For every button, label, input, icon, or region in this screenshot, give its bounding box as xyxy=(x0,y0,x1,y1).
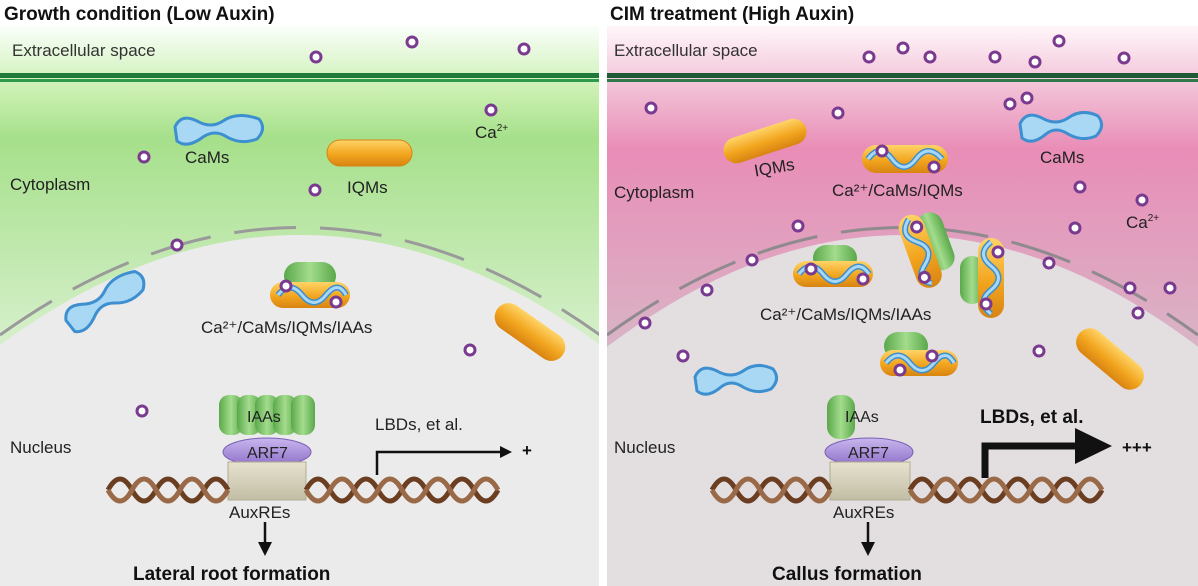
right-extracellular-label: Extracellular space xyxy=(614,41,758,60)
right-panel: CIM treatment (High Auxin) Extracellular… xyxy=(607,4,1198,586)
iqm-protein-icon xyxy=(326,139,413,167)
right-cams-label: CaMs xyxy=(1040,148,1084,167)
left-nuclear-envelope xyxy=(0,226,599,337)
iqm-protein-icon xyxy=(723,118,807,164)
cam-protein-icon xyxy=(173,114,264,146)
auxre-box-icon xyxy=(227,461,307,501)
right-expression-label: +++ xyxy=(1122,438,1152,457)
left-extracellular-label: Extracellular space xyxy=(12,41,156,60)
panel-divider xyxy=(599,0,607,586)
right-cyto-complex-label: Ca²⁺/CaMs/IQMs xyxy=(832,181,963,200)
transcription-arrow-icon xyxy=(375,450,505,475)
right-arf7-label: ARF7 xyxy=(848,445,889,462)
cam-protein-icon xyxy=(1018,111,1103,143)
auxre-box-icon xyxy=(829,461,911,501)
right-cytoplasm-label: Cytoplasm xyxy=(614,183,694,202)
calcium-ion-icons xyxy=(638,34,1177,363)
left-title: Growth condition (Low Auxin) xyxy=(4,4,275,25)
left-ca-label: Ca2+ xyxy=(475,123,508,142)
left-complex-label: Ca²⁺/CaMs/IQMs/IAAs xyxy=(201,318,372,337)
left-iqms-label: IQMs xyxy=(347,178,388,197)
left-outcome-label: Lateral root formation xyxy=(133,564,330,585)
left-iaas-label: IAAs xyxy=(247,409,281,426)
cam-protein-icon xyxy=(64,269,146,334)
complex-icon xyxy=(862,144,948,174)
right-auxres-label: AuxREs xyxy=(833,503,894,522)
iqm-protein-icon xyxy=(1076,328,1144,390)
left-panel: Growth condition (Low Auxin) Extracellul… xyxy=(0,4,599,586)
left-cytoplasm-label: Cytoplasm xyxy=(10,175,90,194)
right-target-label: LBDs, et al. xyxy=(980,407,1083,428)
right-iaas-label: IAAs xyxy=(845,409,879,426)
complex-icon xyxy=(270,262,350,309)
left-cams-label: CaMs xyxy=(185,148,229,167)
left-auxres-label: AuxREs xyxy=(229,503,290,522)
right-plasma-membrane xyxy=(607,73,1198,78)
complex-icon xyxy=(960,238,1005,318)
right-title: CIM treatment (High Auxin) xyxy=(610,4,854,25)
left-plasma-membrane xyxy=(0,73,599,78)
right-complex-label: Ca²⁺/CaMs/IQMs/IAAs xyxy=(760,305,931,324)
left-expression-label: + xyxy=(522,441,532,460)
iqm-protein-icon xyxy=(494,303,566,361)
calcium-ion-icons xyxy=(135,35,531,418)
dna-helix-icon xyxy=(709,476,1105,504)
right-outcome-label: Callus formation xyxy=(772,564,922,585)
iaas-repressor-icon xyxy=(827,395,855,439)
iaas-repressor-icon xyxy=(219,395,315,435)
right-ca-label: Ca2+ xyxy=(1126,213,1159,232)
cam-protein-icon xyxy=(693,364,778,396)
right-nucleus-label: Nucleus xyxy=(614,438,675,457)
complex-icon xyxy=(793,245,873,287)
left-nucleus-label: Nucleus xyxy=(10,438,71,457)
transcription-arrow-icon xyxy=(981,442,1085,478)
left-arf7-label: ARF7 xyxy=(247,445,288,462)
complex-icon xyxy=(880,332,958,377)
left-target-label: LBDs, et al. xyxy=(375,415,463,434)
dna-helix-icon xyxy=(105,476,501,504)
complex-icon xyxy=(898,212,955,288)
